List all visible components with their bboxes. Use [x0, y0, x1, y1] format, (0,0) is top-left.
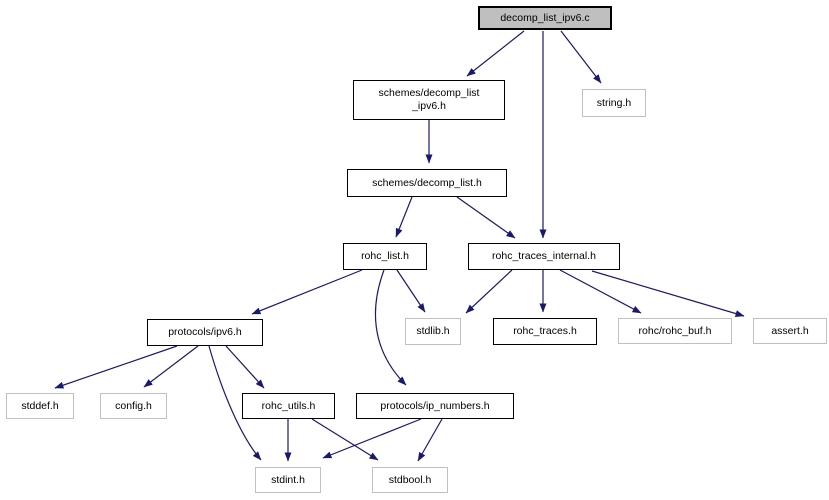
- node-label: config.h: [115, 399, 152, 412]
- node-label: rohc_traces.h: [513, 325, 577, 338]
- node-stddef-h: stddef.h: [6, 393, 74, 419]
- node-label: protocols/ip_numbers.h: [380, 399, 490, 412]
- node-rohc-list-h[interactable]: rohc_list.h: [343, 243, 427, 270]
- node-assert-h: assert.h: [753, 318, 827, 344]
- edge-protocols-ipv6-to-config: [143, 345, 199, 388]
- edge-rohc-traces-internal-to-assert: [591, 270, 745, 317]
- edge-rohc-list-to-ip-numbers: [374, 269, 407, 386]
- edge-rohc-utils-to-stdbool: [311, 418, 379, 461]
- node-label: stdlib.h: [416, 325, 450, 338]
- node-schemes-decomp-list-ipv6-h[interactable]: schemes/decomp_list _ipv6.h: [353, 80, 505, 120]
- node-label: decomp_list_ipv6.c: [500, 11, 590, 24]
- edge-main-to-string: [560, 30, 602, 84]
- node-stdbool-h: stdbool.h: [372, 467, 448, 493]
- edge-rohc-traces-internal-to-rohc-buf: [559, 269, 642, 314]
- edge-protocols-ipv6-to-stdint: [208, 345, 262, 461]
- edge-ip-numbers-to-stdint: [322, 418, 422, 459]
- node-label: stdint.h: [271, 473, 305, 486]
- edge-rohc-list-to-stdlib: [396, 269, 426, 313]
- edge-protocols-ipv6-to-rohc-utils: [225, 345, 265, 389]
- node-label: stdbool.h: [388, 473, 432, 486]
- node-string-h: string.h: [582, 89, 646, 117]
- node-stdint-h: stdint.h: [255, 467, 321, 493]
- node-decomp-list-ipv6-c: decomp_list_ipv6.c: [478, 6, 612, 30]
- node-label-line2: _ipv6.h: [412, 100, 446, 112]
- node-label: rohc_list.h: [361, 250, 409, 263]
- node-label: string.h: [596, 96, 632, 109]
- node-label: rohc_utils.h: [261, 399, 316, 412]
- edge-rohc-traces-internal-to-stdlib: [465, 269, 513, 314]
- node-label-line1: schemes/decomp_list: [378, 87, 480, 100]
- edge-protocols-ipv6-to-stddef: [54, 345, 178, 389]
- node-protocols-ip-numbers-h[interactable]: protocols/ip_numbers.h: [356, 393, 514, 419]
- node-rohc-traces-h[interactable]: rohc_traces.h: [493, 318, 597, 345]
- edge-schemes-decomp-list-to-rohc-list: [395, 196, 413, 238]
- edge-rohc-list-to-protocols-ipv6: [251, 269, 363, 315]
- node-stdlib-h: stdlib.h: [405, 318, 461, 345]
- node-config-h: config.h: [100, 393, 167, 419]
- edge-main-to-schemes-decomp-list-ipv6: [466, 30, 525, 77]
- node-protocols-ipv6-h[interactable]: protocols/ipv6.h: [147, 319, 263, 346]
- node-label: rohc_traces_internal.h: [492, 250, 596, 263]
- node-label: assert.h: [771, 324, 809, 337]
- edge-schemes-decomp-list-to-rohc-traces-internal: [456, 196, 516, 239]
- node-rohc-traces-internal-h[interactable]: rohc_traces_internal.h: [468, 243, 620, 270]
- node-rohc-utils-h[interactable]: rohc_utils.h: [242, 393, 335, 419]
- edge-ip-numbers-to-stdbool: [417, 418, 443, 462]
- node-label: schemes/decomp_list.h: [372, 176, 482, 189]
- node-schemes-decomp-list-h[interactable]: schemes/decomp_list.h: [347, 169, 507, 197]
- node-label: rohc/rohc_buf.h: [638, 324, 712, 337]
- node-rohc-rohc-buf-h: rohc/rohc_buf.h: [618, 318, 732, 344]
- node-label: stddef.h: [21, 399, 59, 412]
- node-label: protocols/ipv6.h: [168, 326, 242, 339]
